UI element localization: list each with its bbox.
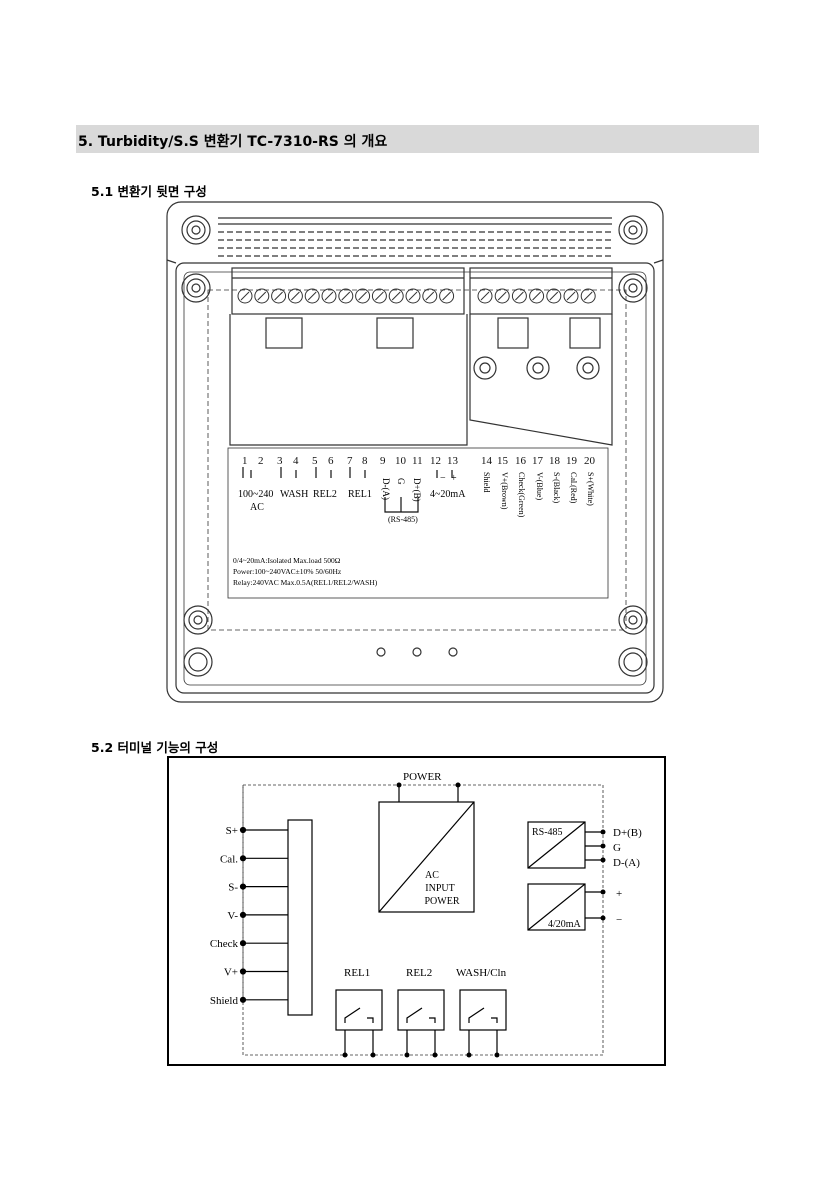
terminal-number: 10	[395, 455, 407, 467]
sensor-terminal-label: V-	[227, 910, 238, 922]
sensor-terminal-label: Shield	[210, 995, 239, 1007]
terminal-screw	[580, 288, 596, 304]
label-check: Check(Green)	[517, 472, 526, 518]
terminal-g: G	[613, 842, 621, 854]
sensor-terminal-dot	[239, 996, 247, 1003]
label-v-minus: V-(Blue)	[535, 472, 544, 500]
section-header-bar	[76, 125, 759, 153]
label-plus: +	[451, 473, 457, 484]
terminal-number: 1	[242, 455, 248, 467]
terminal-number: 14	[481, 455, 493, 467]
label-v-plus: V+(Brown)	[500, 472, 509, 510]
sensor-terminal-dot	[239, 968, 247, 975]
terminal-plus: +	[616, 888, 622, 900]
terminal-number: 3	[277, 455, 283, 467]
terminal-screw	[422, 288, 438, 304]
label-shield: Shield	[482, 472, 491, 492]
label-s-plus: S+(White)	[586, 472, 595, 506]
subsection-rear-title: 5.1 변환기 뒷면 구성	[91, 184, 207, 199]
terminal-number: 11	[412, 455, 423, 467]
sensor-terminal-label: Check	[210, 938, 239, 950]
terminal-number: 7	[347, 455, 353, 467]
terminal-number: 5	[312, 455, 318, 467]
label-ac-2: AC	[250, 502, 264, 513]
terminal-screw	[287, 288, 303, 304]
terminal-number: 16	[515, 455, 527, 467]
ac-input-label-1: AC	[425, 870, 439, 881]
terminal-screw	[405, 288, 421, 304]
label-wash: WASH	[280, 489, 308, 500]
ac-input-label-2: INPUT	[425, 883, 454, 894]
current-box-label: 4/20mA	[548, 919, 582, 930]
terminal-d-minus: D-(A)	[613, 857, 640, 869]
sensor-terminal-dot	[239, 855, 247, 862]
terminal-number: 17	[532, 455, 544, 467]
terminal-screw	[388, 288, 404, 304]
label-d-plus: D+(B)	[412, 478, 422, 502]
sensor-terminal-label: Cal.	[220, 853, 238, 865]
sensor-terminal-label: V+	[224, 967, 238, 979]
terminal-screw	[477, 288, 493, 304]
terminal-screw	[321, 288, 337, 304]
terminal-number: 19	[566, 455, 578, 467]
terminal-screw	[546, 288, 562, 304]
subsection-terminal-title: 5.2 터미널 기능의 구성	[91, 740, 219, 755]
terminal-d-plus: D+(B)	[613, 827, 642, 839]
label-current: 4~20mA	[430, 489, 466, 500]
label-rel1: REL1	[348, 489, 372, 500]
relay-rel1-label: REL1	[344, 967, 370, 979]
relay-wash-label: WASH/Cln	[456, 967, 507, 979]
label-rel2: REL2	[313, 489, 337, 500]
label-s-minus: S-(Black)	[552, 472, 561, 503]
terminal-number: 18	[549, 455, 561, 467]
sensor-terminal-dot	[239, 940, 247, 947]
terminal-number: 4	[293, 455, 299, 467]
terminal-screw	[304, 288, 320, 304]
terminal-number: 2	[258, 455, 264, 467]
terminal-screw	[254, 288, 270, 304]
relay-rel2-label: REL2	[406, 967, 432, 979]
sensor-terminal-dot	[239, 826, 247, 834]
sensor-terminal-dot	[239, 883, 247, 890]
terminal-screw	[371, 288, 387, 304]
spec-note-relay: Relay:240VAC Max.0.5A(REL1/REL2/WASH)	[233, 578, 378, 587]
label-g: G	[396, 478, 406, 485]
terminal-number: 8	[362, 455, 368, 467]
label-minus: −	[440, 473, 446, 484]
spec-note-power: Power:100~240VAC±10% 50/60Hz	[233, 567, 342, 576]
ac-input-label-3: POWER	[425, 896, 460, 907]
section-title: 5. Turbidity/S.S 변환기 TC-7310-RS 의 개요	[78, 134, 388, 150]
sensor-terminal-label: S+	[226, 825, 238, 837]
terminal-number: 15	[497, 455, 509, 467]
terminal-screw	[511, 288, 527, 304]
sensor-terminal-label: S-	[228, 882, 238, 894]
terminal-number: 13	[447, 455, 459, 467]
terminal-screw	[529, 288, 545, 304]
rs485-box-label: RS-485	[532, 827, 563, 838]
terminal-screw	[355, 288, 371, 304]
label-ac: 100~240	[238, 489, 273, 500]
terminal-screw	[237, 288, 253, 304]
terminal-number: 20	[584, 455, 596, 467]
terminal-screw	[494, 288, 510, 304]
terminal-screw	[439, 288, 455, 304]
terminal-number: 6	[328, 455, 334, 467]
sensor-terminal-dot	[239, 911, 247, 919]
terminal-minus: −	[616, 914, 622, 926]
spec-note-output: 0/4~20mA:Isolated Max.load 500Ω	[233, 556, 341, 565]
label-d-minus: D-(A)	[381, 478, 391, 500]
terminal-screw	[271, 288, 287, 304]
terminal-screw	[563, 288, 579, 304]
terminal-number: 9	[380, 455, 386, 467]
label-cal: Cal.(Red)	[569, 472, 578, 504]
label-rs485: (RS-485)	[388, 515, 418, 524]
terminal-number: 12	[430, 455, 441, 467]
wiring-power-label: POWER	[403, 771, 442, 783]
terminal-screw	[338, 288, 354, 304]
